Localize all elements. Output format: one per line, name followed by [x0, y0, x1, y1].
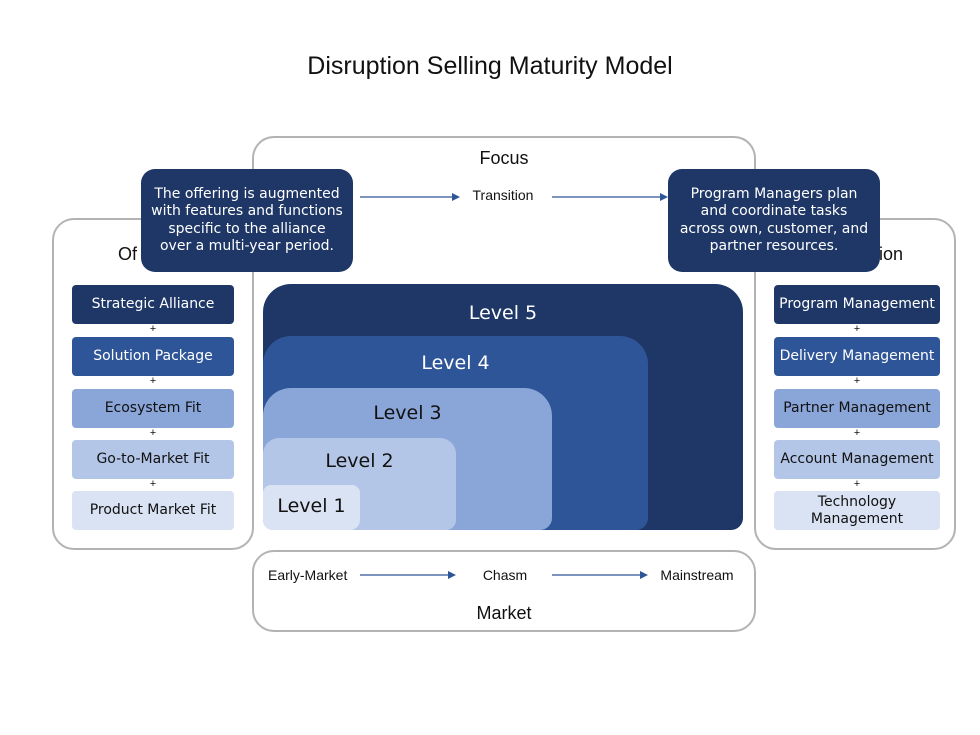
offering-plus-4: +: [149, 478, 157, 490]
execution-plus-4: +: [853, 478, 861, 490]
transition-arrow-left: [360, 193, 460, 201]
diagram-title: Disruption Selling Maturity Model: [307, 52, 673, 80]
focus-label: Focus: [479, 148, 529, 168]
execution-delivery-management: Delivery Management: [774, 337, 940, 376]
market-stage-early: Early-Market: [268, 567, 348, 583]
level-3-label: Level 3: [373, 402, 442, 424]
offering-solution-package: Solution Package: [72, 337, 234, 376]
level-4-label: Level 4: [421, 352, 490, 374]
execution-plus-3: +: [853, 427, 861, 439]
transition-label: Transition: [472, 187, 534, 203]
execution-panel-label: tion: [874, 244, 904, 264]
offering-callout: The offering is augmented with features …: [141, 169, 353, 272]
market-arrow-1: [360, 571, 456, 579]
offering-plus-1: +: [149, 323, 157, 335]
execution-callout: Program Managers plan and coordinate tas…: [668, 169, 880, 272]
offering-product-market-fit: Product Market Fit: [72, 491, 234, 530]
market-frame: [252, 550, 756, 632]
level-5-label: Level 5: [468, 302, 538, 324]
market-stage-chasm: Chasm: [482, 567, 528, 583]
offering-strategic-alliance: Strategic Alliance: [72, 285, 234, 324]
execution-technology-management: Technology Management: [774, 491, 940, 530]
transition-arrow-right: [552, 193, 668, 201]
offering-ecosystem-fit: Ecosystem Fit: [72, 389, 234, 428]
level-2-label: Level 2: [325, 450, 394, 472]
offering-plus-2: +: [149, 375, 157, 387]
execution-plus-1: +: [853, 323, 861, 335]
execution-account-management: Account Management: [774, 440, 940, 479]
execution-program-management: Program Management: [774, 285, 940, 324]
offering-panel-label: Of: [118, 244, 138, 264]
level-1-label: Level 1: [277, 495, 346, 517]
offering-go-to-market-fit: Go-to-Market Fit: [72, 440, 234, 479]
execution-partner-management: Partner Management: [774, 389, 940, 428]
offering-plus-3: +: [149, 427, 157, 439]
level-1-block: Level 1: [263, 485, 360, 530]
market-stage-mainstream: Mainstream: [660, 567, 734, 583]
market-label: Market: [476, 603, 532, 623]
market-arrow-2: [552, 571, 648, 579]
execution-plus-2: +: [853, 375, 861, 387]
